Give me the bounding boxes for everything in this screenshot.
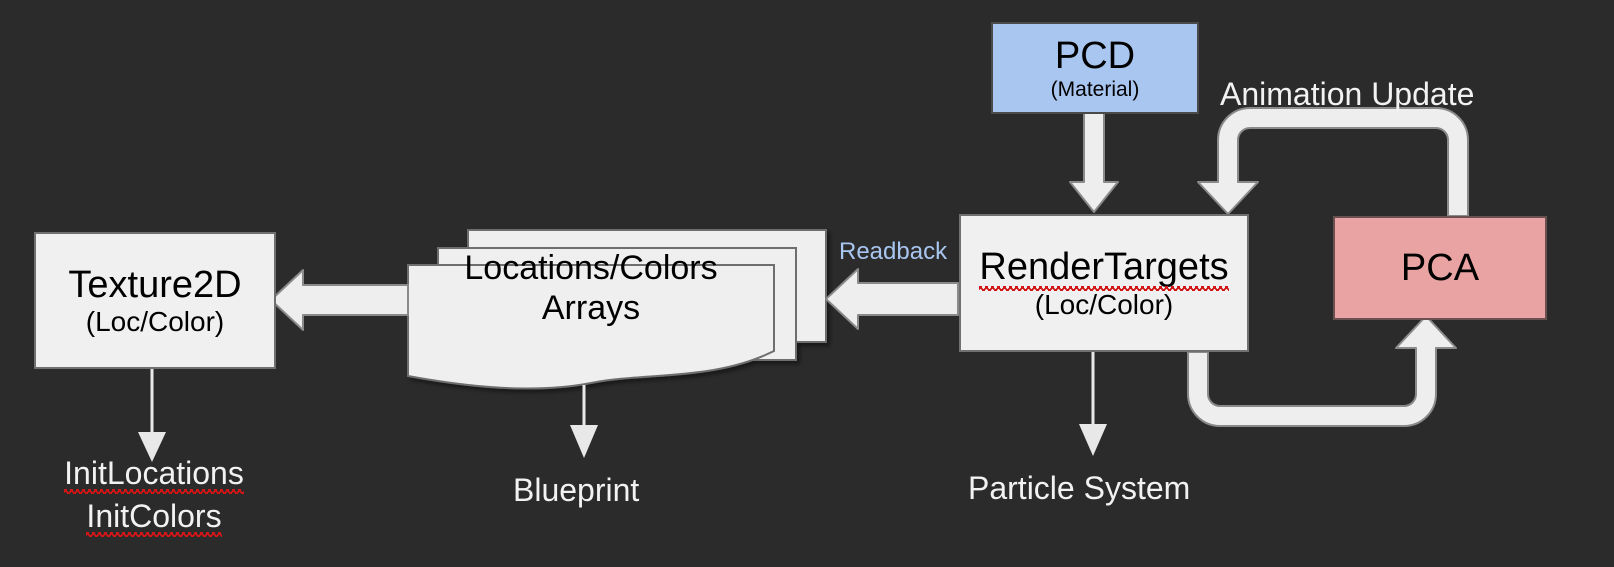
arrow-rendertargets-to-arrays [825,268,959,330]
arrow-rendertargets-to-pca [1187,315,1457,427]
node-texture2d[interactable]: Texture2D (Loc/Color) [34,232,276,369]
terminal-label-init-colors: InitColors [86,498,222,537]
node-texture2d-subtitle: (Loc/Color) [85,306,225,338]
terminal-label-particle-system: Particle System [968,470,1191,506]
node-texture2d-title: Texture2D [68,263,242,306]
node-pcd-subtitle: (Material) [1050,77,1140,101]
terminal-label-init: InitLocations InitColors [14,455,294,537]
node-pca-title: PCA [1400,246,1480,289]
node-rendertargets-title: RenderTargets [979,246,1229,291]
arrow-pca-to-rendertargets [1197,107,1469,217]
node-arrays-label-line1: Locations/Colors [464,249,718,287]
node-rendertargets-subtitle: (Loc/Color) [1034,288,1174,320]
node-rendertargets[interactable]: RenderTargets (Loc/Color) [959,214,1249,352]
arrow-arrays-to-texture2d [270,269,409,331]
edge-label-animation-update: Animation Update [1220,76,1475,112]
arrow-texture2d-to-init-labels [138,369,166,462]
terminal-label-init-locations: InitLocations [64,455,244,494]
node-arrays[interactable]: Locations/Colors Arrays [408,248,774,348]
arrow-rendertargets-to-particle-system [1079,352,1107,456]
node-rendertargets-title-text: RenderTargets [979,246,1229,291]
node-pcd[interactable]: PCD (Material) [991,22,1199,114]
node-pcd-title: PCD [1054,34,1136,77]
arrow-pcd-to-rendertargets [1069,111,1119,213]
arrays-stack [407,229,827,390]
edge-label-readback: Readback [839,238,948,265]
node-arrays-label: Locations/Colors Arrays [408,248,774,328]
node-pca[interactable]: PCA [1333,216,1547,320]
arrow-arrays-to-blueprint [570,385,598,458]
terminal-label-blueprint: Blueprint [513,472,640,508]
node-arrays-label-line2: Arrays [541,289,641,328]
